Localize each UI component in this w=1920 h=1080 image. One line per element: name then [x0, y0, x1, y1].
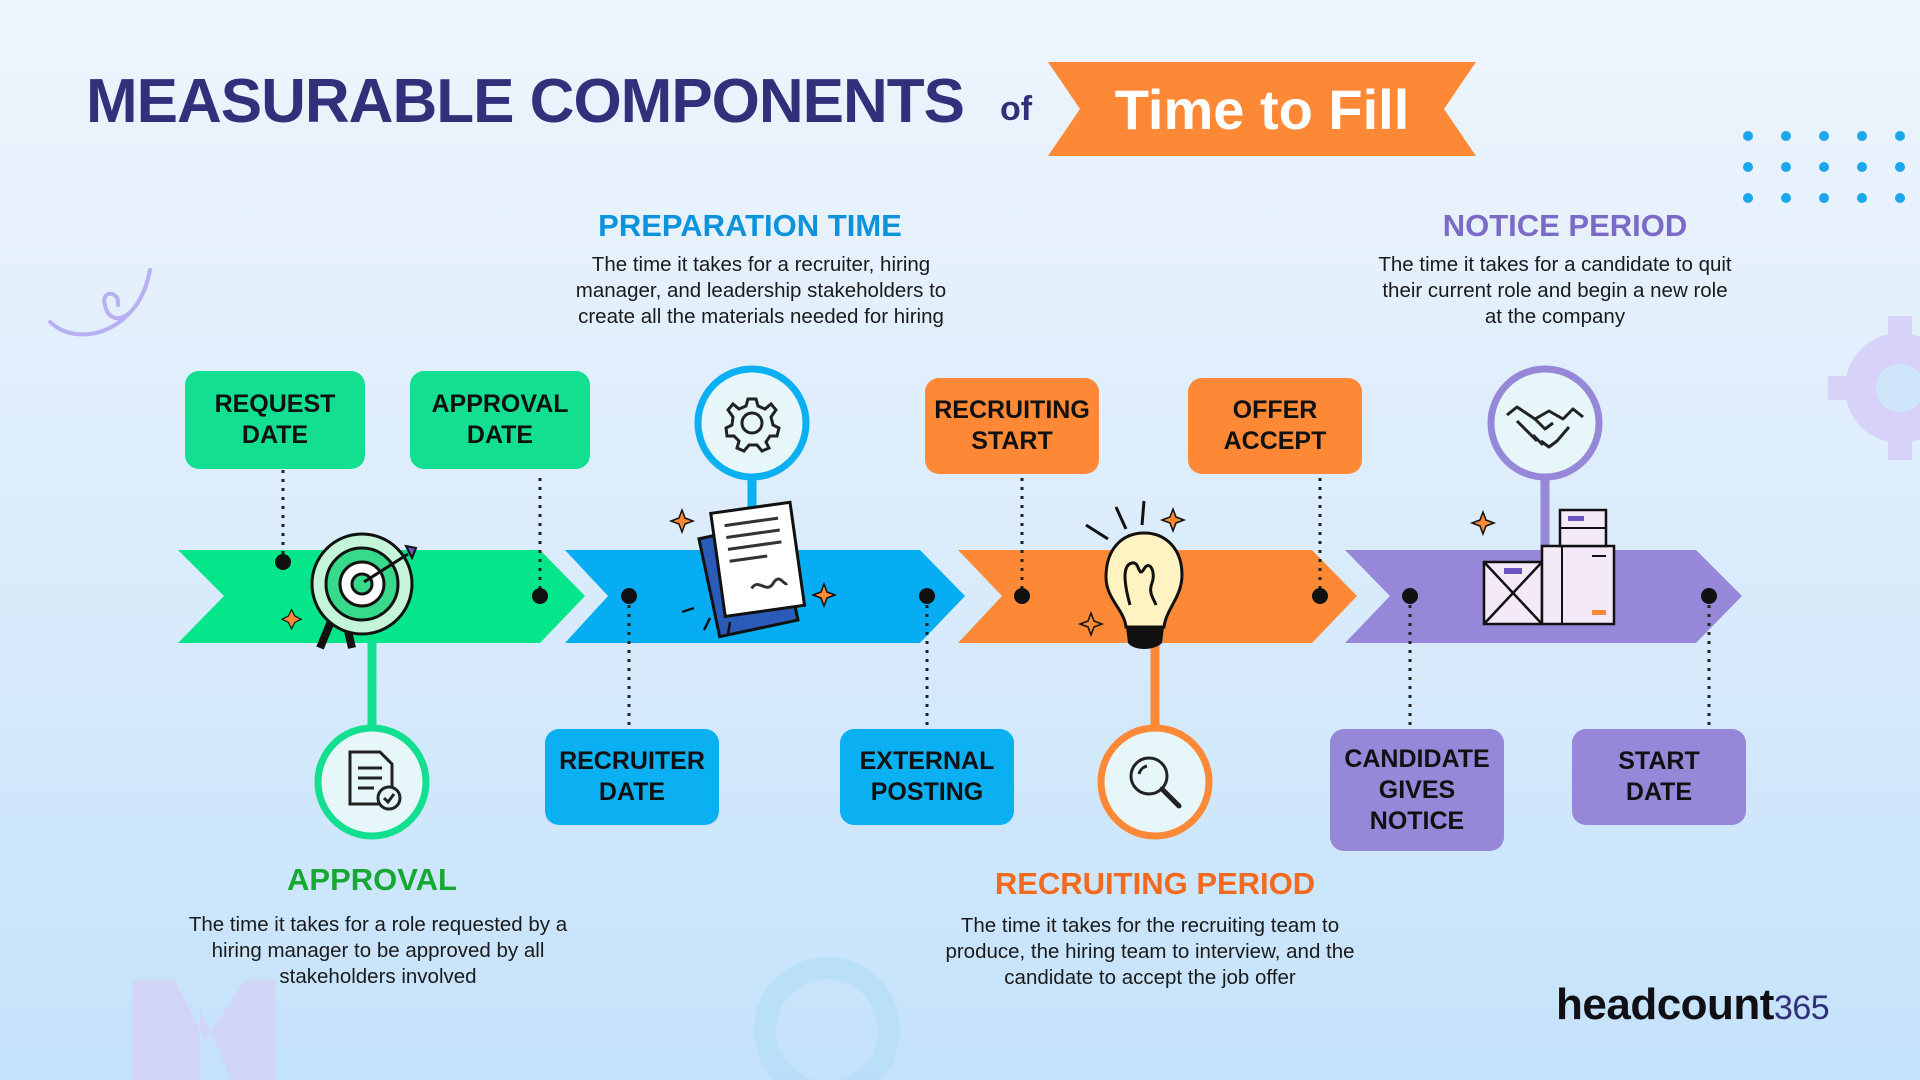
page-title: MEASURABLE COMPONENTS [86, 67, 965, 136]
lightbulb-icon [1077, 500, 1187, 649]
milestone-recruiting-start: RECRUITING START [925, 378, 1099, 474]
brand-logo: headcount365 [1556, 980, 1830, 1030]
decorative-ring [754, 957, 900, 1080]
milestone-dot-recruiting-start [1014, 588, 1030, 604]
milestone-dot-notice [1402, 588, 1418, 604]
milestone-candidate-gives-notice: CANDIDATE GIVES NOTICE [1330, 729, 1504, 851]
milestone-offer-accept: OFFER ACCEPT [1188, 378, 1362, 474]
decorative-shape-left [132, 980, 276, 1080]
title-ribbon [1048, 62, 1476, 156]
phase-description-recruiting: The time it takes for the recruiting tea… [945, 914, 1355, 989]
milestone-external-posting: EXTERNAL POSTING [840, 729, 1014, 825]
magnifier-icon [1097, 724, 1213, 840]
milestone-recruiter-date: RECRUITER DATE [545, 729, 719, 825]
milestone-dot-recruiter [621, 588, 637, 604]
brand-name: headcount [1556, 980, 1774, 1029]
handshake-icon [1487, 365, 1603, 481]
phase-heading-approval: APPROVAL [287, 862, 457, 897]
phase-description-approval: The time it takes for a role requested b… [188, 913, 568, 988]
boxes-icon [1469, 508, 1616, 626]
milestone-dot-request [275, 554, 291, 570]
milestone-start-date: START DATE [1572, 729, 1746, 825]
title-highlight: Time to Fill [1114, 77, 1410, 141]
target-icon [280, 532, 418, 650]
phase-heading-notice: NOTICE PERIOD [1442, 208, 1688, 243]
brand-suffix: 365 [1773, 989, 1830, 1027]
phase-heading-recruiting: RECRUITING PERIOD [994, 866, 1316, 901]
milestone-dot-approval [532, 588, 548, 604]
title-connector: of [1000, 90, 1033, 128]
milestone-request-date: REQUEST DATE [185, 371, 365, 469]
phase-description-notice: The time it takes for a candidate to qui… [1378, 253, 1732, 328]
milestone-dot-offer [1312, 588, 1328, 604]
checklist-document-icon [314, 724, 430, 840]
decorative-dots [1743, 131, 1905, 203]
milestone-approval-date: APPROVAL DATE [410, 371, 590, 469]
contract-document-icon [668, 500, 838, 639]
decorative-swirl [48, 268, 152, 337]
decorative-gear [1828, 316, 1920, 460]
phase-description-preparation: The time it takes for a recruiter, hirin… [575, 253, 947, 328]
milestone-dot-start [1701, 588, 1717, 604]
milestone-dot-posting [919, 588, 935, 604]
phase-heading-preparation: PREPARATION TIME [598, 208, 902, 243]
gear-icon [694, 365, 810, 481]
